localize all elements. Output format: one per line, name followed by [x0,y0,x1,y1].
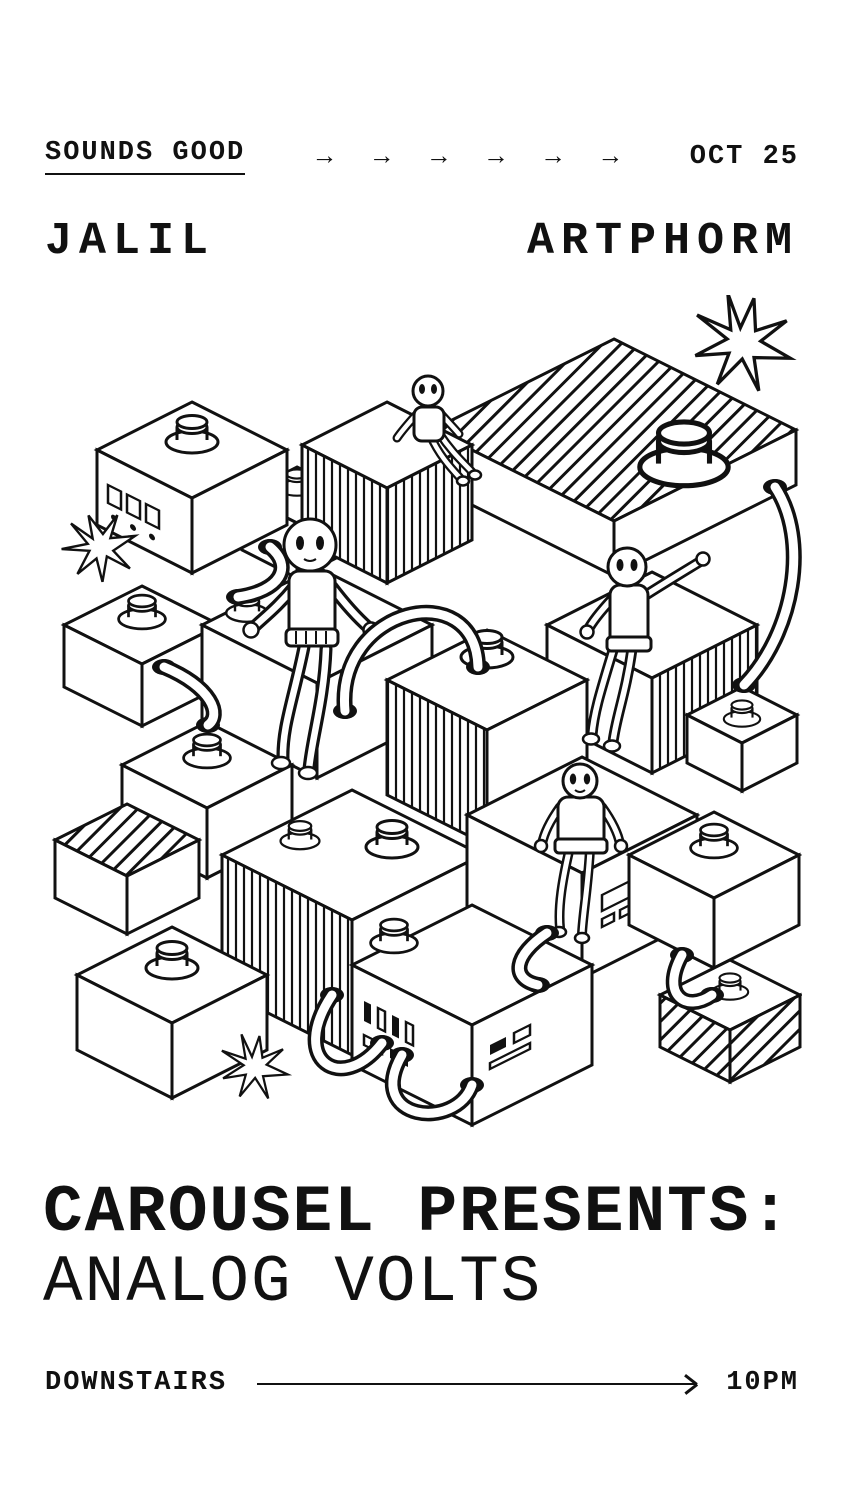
synth-stack [51,295,802,1128]
patch-cables [156,479,802,1122]
arrow-icon: → [545,141,562,172]
header: SOUNDS GOOD → → → → → → OCT 25 [45,138,799,175]
synth-box [683,685,801,794]
footer: DOWNSTAIRS 10PM [45,1368,799,1398]
arrow-icon: → [373,141,390,172]
control-panel [106,483,161,541]
control-panel [488,1023,532,1071]
long-arrow-icon [257,1382,697,1386]
arrow-icon: → [316,141,333,172]
illustration [51,295,802,1128]
arrow-icon: → [602,141,619,172]
title-line-1: CAROUSEL PRESENTS: [43,1175,792,1250]
brand-label: SOUNDS GOOD [45,138,246,175]
synth-box [625,810,802,971]
artists-row: JALIL ARTPHORM [45,216,799,267]
venue-label: DOWNSTAIRS [45,1368,228,1398]
artist-right: ARTPHORM [526,216,799,267]
synth-slab [428,337,800,579]
arrow-icon: → [431,141,447,172]
figure [392,374,483,487]
figure [533,762,629,945]
synth-box [93,400,291,576]
title-line-2: ANALOG VOLTS [43,1244,543,1320]
date-label: OCT 25 [689,141,799,172]
title-block: CAROUSEL PRESENTS: ANALOG VOLTS [43,1178,792,1318]
synth-box [51,802,203,937]
arrow-row: → → → → → → [245,142,690,172]
figures [242,374,711,945]
figure [579,546,711,753]
synth-box [73,925,271,1101]
figure [242,517,380,781]
time-label: 10PM [726,1368,799,1398]
arrow-icon: → [488,141,504,172]
artist-left: JALIL [45,216,216,267]
synth-box [656,958,802,1085]
synth-box [60,584,224,729]
